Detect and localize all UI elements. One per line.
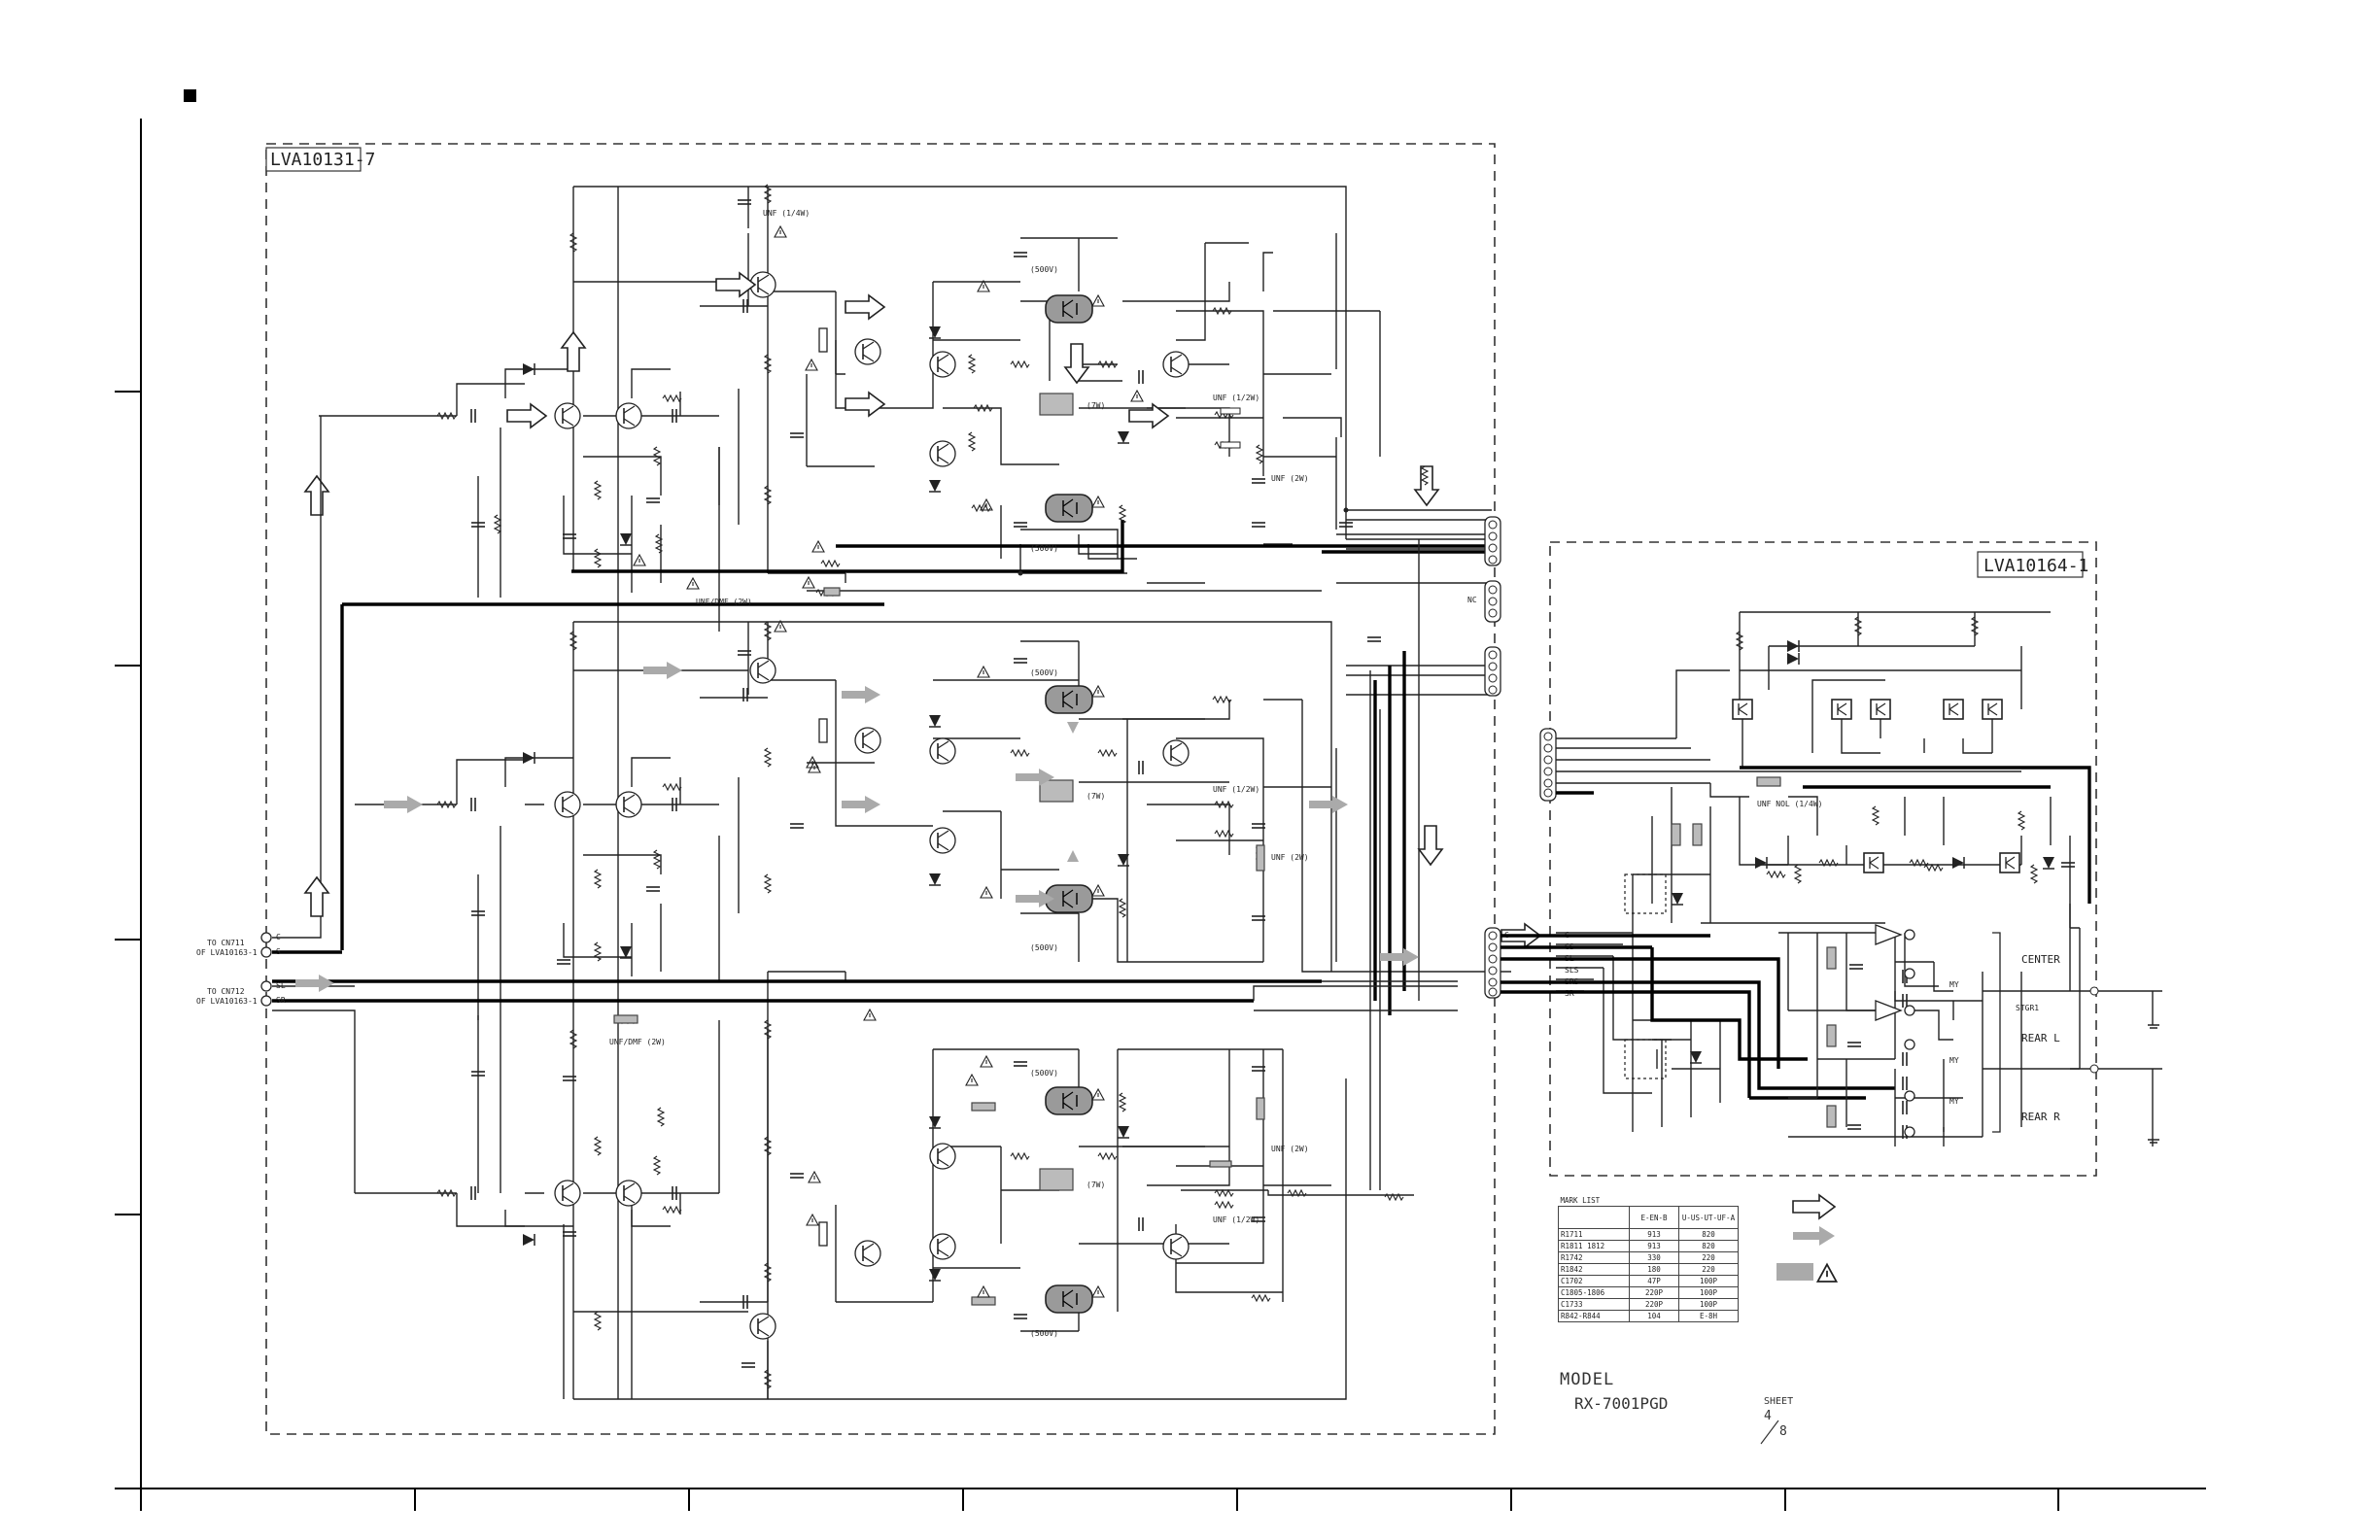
note-500v-2: (500V)	[1030, 544, 1058, 553]
legend-signal-arrow-icon	[1792, 1193, 1837, 1220]
sheet-label: SHEET	[1764, 1396, 1794, 1407]
mark-list-col-2: U-US-UT-UF-A	[1678, 1206, 1739, 1229]
note-500v-6: (500V)	[1030, 1329, 1058, 1338]
frame-ruler-ticks	[115, 391, 2059, 1511]
note-7w-3: (7W)	[1087, 1181, 1105, 1189]
input2-label-line2: OF LVA10163-1	[196, 997, 258, 1006]
output-center-label: CENTER	[2021, 953, 2060, 966]
mark-list-col-1: E-EN-B	[1629, 1206, 1679, 1229]
output-rear-r-label: REAR R	[2021, 1111, 2060, 1123]
table-row: R1811 1812 913 820	[1558, 1240, 1739, 1252]
table-row: C1702 47P 100P	[1558, 1275, 1739, 1287]
my-label-1: MY	[1949, 980, 1959, 989]
nc-label: NC	[1467, 596, 1477, 604]
input1-label-line2: OF LVA10163-1	[196, 948, 258, 957]
main-board-outline	[265, 143, 1496, 1435]
input2-pin-sl: SL	[276, 981, 286, 990]
note-unf-half-2: UNF (1/2W)	[1213, 785, 1259, 794]
table-row: C1733 220P 100P	[1558, 1298, 1739, 1311]
mark-list-table: MARK LIST E-EN-B U-US-UT-UF-A R1711 913 …	[1558, 1195, 1739, 1322]
input-wiring	[272, 416, 1458, 1193]
note-unf-half-1: UNF (1/2W)	[1213, 394, 1259, 402]
note-500v-4: (500V)	[1030, 943, 1058, 952]
model-label: MODEL	[1560, 1370, 1615, 1389]
table-row: R1742 330 220	[1558, 1251, 1739, 1264]
legend-warning-icon	[1816, 1263, 1838, 1283]
note-unf-2w-2: UNF (2W)	[1271, 853, 1309, 862]
table-row: R1711 913 820	[1558, 1228, 1739, 1241]
note-500v-1: (500V)	[1030, 265, 1058, 274]
note-unf-dmf-1: UNF/DMF (2W)	[696, 598, 752, 606]
input1-pin-s: S	[276, 947, 281, 956]
right-connectors	[1380, 516, 1557, 999]
output-stgr-label: STGR1	[2016, 1004, 2039, 1012]
note-unf-dmf-2: UNF/DMF (2W)	[609, 1038, 666, 1046]
note-unf-2w-3: UNF (2W)	[1271, 1145, 1309, 1153]
table-row: R842-R844 104 E-8H	[1558, 1310, 1739, 1322]
relay-board-circuit	[1500, 611, 2162, 1146]
output-rear-l-label: REAR L	[2021, 1032, 2060, 1044]
input2-label-line1: TO CN712	[207, 987, 245, 996]
note-unf-2w-1: UNF (2W)	[1271, 474, 1309, 483]
note-500v-5: (500V)	[1030, 1069, 1058, 1078]
main-board-label: LVA10131-7	[270, 150, 375, 170]
my-label-3: MY	[1949, 1097, 1959, 1106]
note-unf-nol: UNF NOL (1/4W)	[1757, 800, 1822, 808]
mark-list-col-0	[1558, 1206, 1630, 1229]
amp-channel-3	[355, 967, 1414, 1400]
amp-channel-1	[304, 184, 1492, 1399]
mark-list-title: MARK LIST	[1560, 1196, 1601, 1205]
legend-safety-part-icon	[1776, 1263, 1813, 1281]
input2-pin-sr: SR	[276, 996, 286, 1005]
input1-pin-c: C	[276, 933, 281, 941]
note-7w-2: (7W)	[1087, 792, 1105, 801]
amp-channel-2	[355, 620, 1511, 1024]
bus-pin-sls: SLS	[1565, 966, 1579, 975]
note-unf-half-3: UNF (1/2W)	[1213, 1215, 1259, 1224]
relay-board-outline	[1549, 541, 2097, 1177]
model-value: RX-7001PGD	[1574, 1394, 1669, 1413]
table-row: R1842 180 220	[1558, 1263, 1739, 1276]
note-unf-1: UNF (1/4W)	[763, 209, 810, 218]
corner-marker-icon	[184, 89, 196, 102]
sheet-total: 8	[1779, 1424, 1787, 1439]
table-row: C1805-1806 220P 100P	[1558, 1286, 1739, 1299]
my-label-2: MY	[1949, 1056, 1959, 1065]
input1-label-line1: TO CN711	[207, 939, 245, 947]
sheet-number: 4	[1764, 1409, 1772, 1423]
note-500v-3: (500V)	[1030, 668, 1058, 677]
relay-board-label: LVA10164-1	[1983, 556, 2088, 576]
legend-gray-arrow-icon	[1793, 1226, 1835, 1246]
note-7w-1: (7W)	[1087, 401, 1105, 410]
